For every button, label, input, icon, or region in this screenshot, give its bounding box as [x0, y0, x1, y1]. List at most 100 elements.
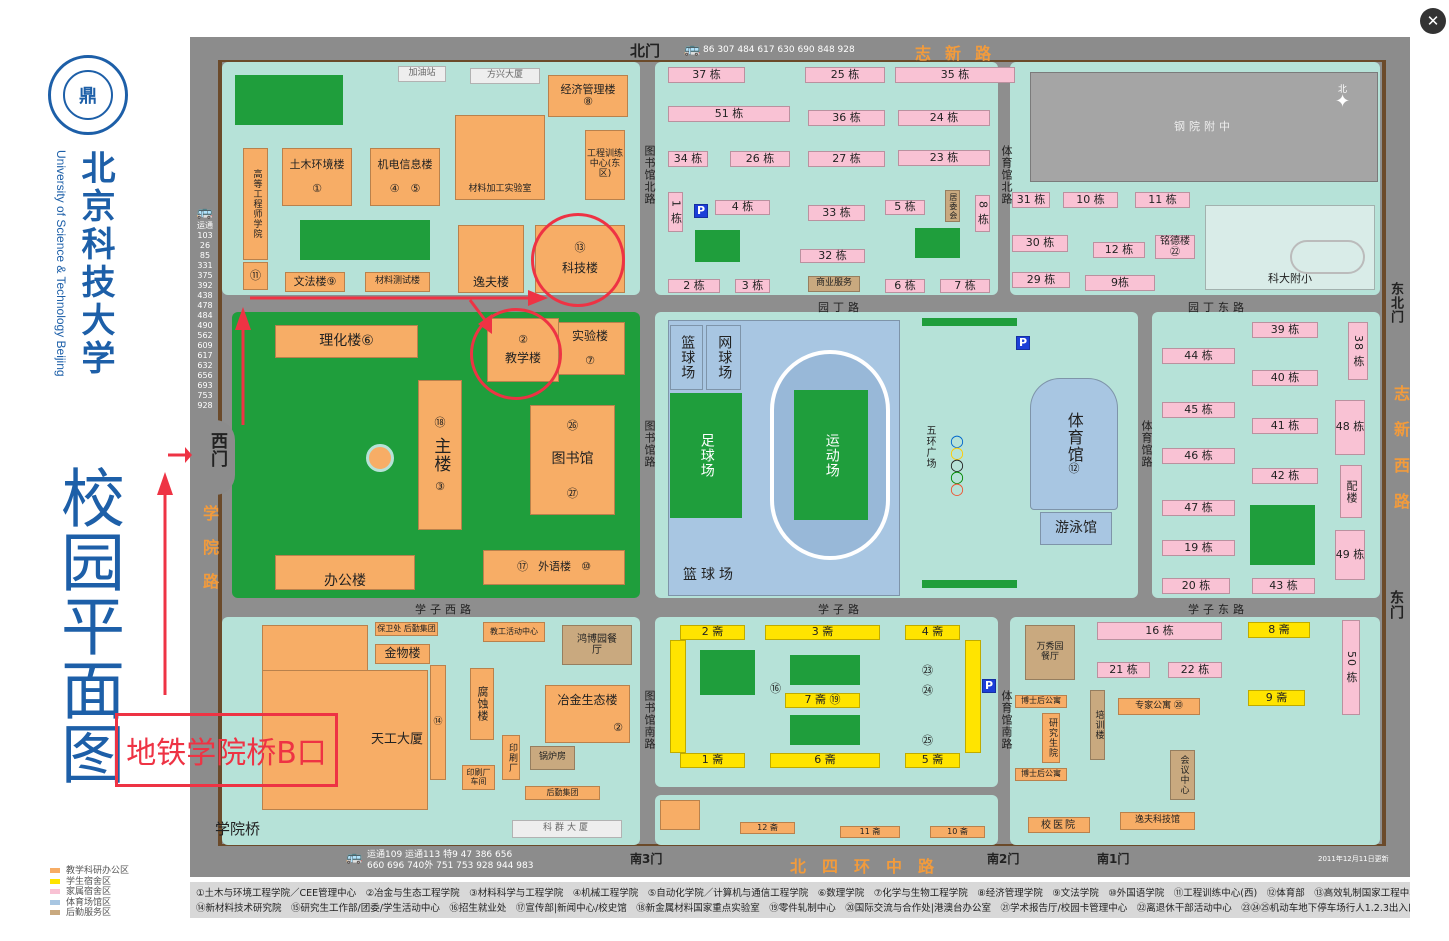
dorm-4[interactable]: 4 斋 — [905, 625, 960, 640]
dorm-east-wing[interactable] — [965, 640, 981, 753]
logistics-group[interactable]: 后勤集团 — [525, 786, 600, 800]
building-14[interactable]: ⑭ — [430, 665, 446, 780]
dorm-1[interactable]: 1 斋 — [680, 753, 745, 768]
postdoc-apartment-south[interactable]: 博士后公寓 — [1015, 768, 1067, 781]
dorm-8[interactable]: 8 斋 — [1248, 622, 1310, 638]
building-31[interactable]: 31 栋 — [1012, 192, 1050, 208]
dorm-7[interactable]: 7 斋 ⑲ — [785, 693, 860, 708]
building-42[interactable]: 42 栋 — [1252, 468, 1318, 484]
building-16[interactable]: 16 栋 — [1097, 622, 1222, 640]
dorm-10[interactable]: 10 斋 — [930, 826, 985, 838]
building-2[interactable]: 2 栋 — [668, 279, 720, 293]
building-12[interactable]: 12 栋 — [1093, 242, 1145, 258]
building-5[interactable]: 5 栋 — [885, 200, 925, 215]
building-23[interactable]: 23 栋 — [898, 150, 990, 166]
building-6[interactable]: 6 栋 — [885, 279, 925, 293]
printing-factory[interactable]: 印刷厂 — [502, 735, 520, 780]
dorm-9[interactable]: 9 斋 — [1248, 690, 1305, 706]
training-building[interactable]: 培训楼 — [1090, 690, 1105, 760]
dorm-11[interactable]: 11 斋 — [840, 826, 900, 838]
neighborhood-committee[interactable]: 居委会 — [945, 190, 960, 222]
football-field[interactable]: 足球场 — [670, 393, 742, 518]
tennis-court[interactable]: 网球场 — [706, 325, 741, 390]
athletic-field[interactable]: 运动场 — [794, 390, 868, 520]
building-41[interactable]: 41 栋 — [1252, 418, 1318, 434]
affiliated-primary-school[interactable]: 科大附小 — [1205, 205, 1375, 290]
building-11[interactable]: 11 栋 — [1135, 192, 1190, 208]
swimming-hall[interactable]: 游泳馆 — [1040, 512, 1112, 545]
building-34[interactable]: 34 栋 — [668, 151, 708, 167]
building-7[interactable]: 7 栋 — [940, 279, 990, 293]
building-49[interactable]: 49 栋 — [1335, 530, 1365, 580]
dorm-west-wing[interactable] — [670, 640, 686, 753]
building-24[interactable]: 24 栋 — [898, 110, 990, 126]
basketball-court[interactable]: 篮球场 — [670, 325, 703, 390]
building-50[interactable]: 50 栋 — [1342, 620, 1360, 715]
bangong-building[interactable]: 办公楼 — [275, 555, 415, 590]
gas-station[interactable]: 加油站 — [398, 66, 446, 82]
dorm-6[interactable]: 6 斋 — [770, 753, 880, 768]
fangxing-building[interactable]: 方兴大厦 — [470, 68, 540, 84]
expert-apartment[interactable]: 专家公寓 ⑳ — [1118, 698, 1200, 715]
building-25[interactable]: 25 栋 — [805, 67, 885, 83]
building-20[interactable]: 20 栋 — [1162, 578, 1230, 594]
tiangong-building-wing[interactable] — [262, 625, 368, 671]
kequn-building[interactable]: 科群大厦 — [512, 820, 622, 838]
engineering-training-east[interactable]: 工程训练中心(东区) — [585, 130, 625, 200]
materials-test-building[interactable]: 材料测试楼 — [365, 272, 430, 292]
basketball-court-south[interactable]: 篮球场 — [683, 567, 737, 584]
building-51[interactable]: 51 栋 — [668, 106, 790, 122]
wanxiu-canteen[interactable]: 万秀园餐厅 — [1025, 625, 1075, 680]
building-46[interactable]: 46 栋 — [1162, 448, 1235, 464]
building-27[interactable]: 27 栋 — [808, 151, 885, 167]
building-37[interactable]: 37 栋 — [668, 67, 745, 83]
dorm-12[interactable]: 12 斋 — [740, 822, 795, 834]
building-44[interactable]: 44 栋 — [1162, 348, 1235, 364]
building-40[interactable]: 40 栋 — [1252, 370, 1318, 386]
hongbo-canteen[interactable]: 鸿博园餐厅 — [562, 625, 632, 665]
building-3[interactable]: 3 栋 — [735, 279, 770, 293]
dorm-5[interactable]: 5 斋 — [905, 753, 960, 768]
postdoc-apartment-north[interactable]: 博士后公寓 — [1015, 695, 1067, 708]
affiliated-middle-school[interactable]: 钢院附中 — [1030, 72, 1378, 182]
building-29[interactable]: 29 栋 — [1012, 272, 1070, 288]
building-10[interactable]: 10 栋 — [1063, 192, 1118, 208]
close-button[interactable]: ✕ — [1420, 8, 1446, 34]
building-26[interactable]: 26 栋 — [730, 151, 790, 167]
building-8[interactable]: 8 栋 — [975, 195, 990, 232]
building-4[interactable]: 4 栋 — [715, 200, 770, 215]
jinwu-building[interactable]: 金物楼 — [375, 644, 430, 664]
building-39[interactable]: 39 栋 — [1252, 322, 1318, 338]
yifu-building[interactable]: 逸夫楼 — [458, 225, 524, 293]
staff-activity-center[interactable]: 教工活动中心 — [483, 622, 545, 642]
building-35[interactable]: 35 栋 — [895, 67, 1015, 83]
hospital[interactable]: 校医院 — [1028, 817, 1090, 833]
graduate-school[interactable]: 研究生院 — [1042, 713, 1060, 763]
building[interactable] — [660, 800, 700, 830]
printing-workshop[interactable]: 印刷厂车间 — [462, 765, 495, 790]
building-19[interactable]: 19 栋 — [1162, 540, 1235, 556]
building-45[interactable]: 45 栋 — [1162, 402, 1235, 418]
wenfa-building[interactable]: 文法楼⑨ — [285, 272, 345, 292]
yifu-science-hall[interactable]: 逸夫科技馆 — [1120, 812, 1195, 830]
materials-lab[interactable]: 材料加工实验室 — [455, 115, 545, 200]
fushi-building[interactable]: 腐蚀楼 — [470, 668, 494, 740]
lihua-building[interactable]: 理化楼⑥ — [275, 325, 418, 358]
dorm-2[interactable]: 2 斋 — [680, 625, 745, 640]
building-22[interactable]: 22 栋 — [1168, 662, 1222, 678]
building-1[interactable]: 1 栋 — [668, 192, 683, 232]
boiler-room[interactable]: 锅炉房 — [530, 746, 575, 770]
engineer-college[interactable]: 高等工程师学院 — [243, 148, 268, 260]
building-30[interactable]: 30 栋 — [1012, 235, 1068, 252]
mingde-building[interactable]: 铭德楼㉒ — [1155, 235, 1195, 259]
building-33[interactable]: 33 栋 — [808, 205, 865, 221]
